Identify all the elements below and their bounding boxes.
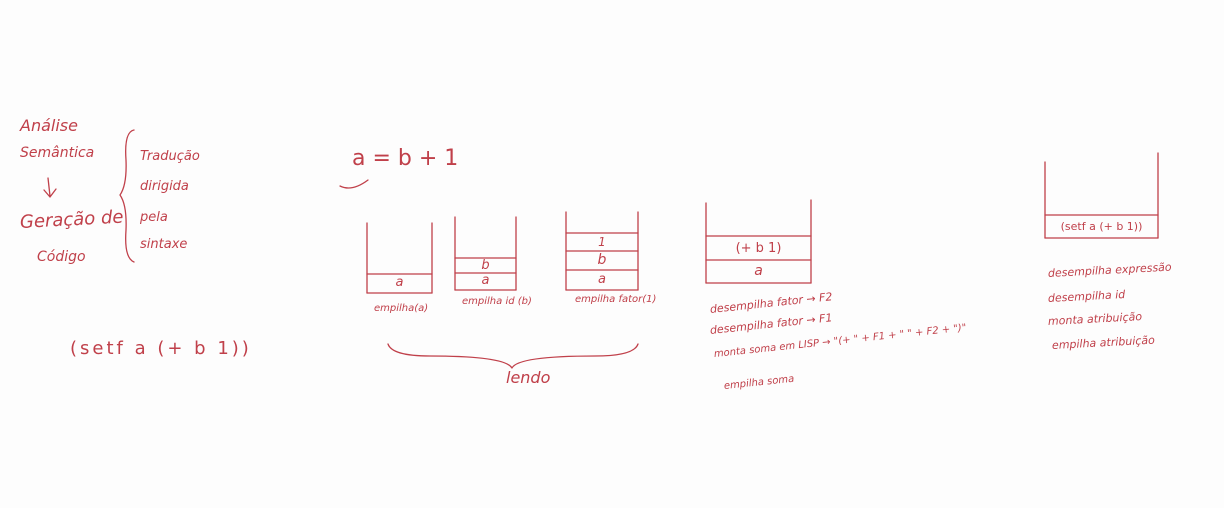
stack-3-outline [565,211,639,291]
lisp-expression: (setf a (+ b 1)) [70,338,252,359]
stack-3-cell-b: b [597,252,607,268]
brace-label: lendo [506,368,551,387]
stack-1-outline [366,222,433,294]
note-semantica: Semântica [20,145,95,161]
stack-2-caption: empilha id (b) [462,296,532,307]
equation-flourish [339,179,369,189]
left-curly-brace [119,129,135,263]
stack-2-cell-a: a [481,273,490,288]
brace-line-3: pela [140,210,168,225]
stack-2-cell-b: b [481,258,490,273]
stack-1-cell-a: a [395,275,404,290]
down-arrow-mark [43,177,57,198]
brace-line-2: dirigida [140,179,189,194]
bottom-curly-brace [387,343,639,369]
stack-1-caption: empilha(a) [374,303,429,314]
stack-5-outline [1044,152,1159,239]
stack-4-cell-a: a [754,263,763,279]
source-equation: a = b + 1 [352,146,459,171]
brace-line-1: Tradução [140,149,200,164]
stack-3-cell-1: 1 [598,235,606,249]
stack-2-outline [454,216,517,291]
stack-4-outline [705,199,812,284]
note-analise: Análise [20,116,78,135]
stack-5-cell-setf: (setf a (+ b 1)) [1060,220,1143,233]
stack-3-caption: empilha fator(1) [575,294,657,305]
note-codigo: Código [37,249,86,265]
brace-line-4: sintaxe [140,237,188,252]
stack-4-cell-sum: (+ b 1) [735,241,782,256]
stack-3-cell-a: a [598,272,606,287]
